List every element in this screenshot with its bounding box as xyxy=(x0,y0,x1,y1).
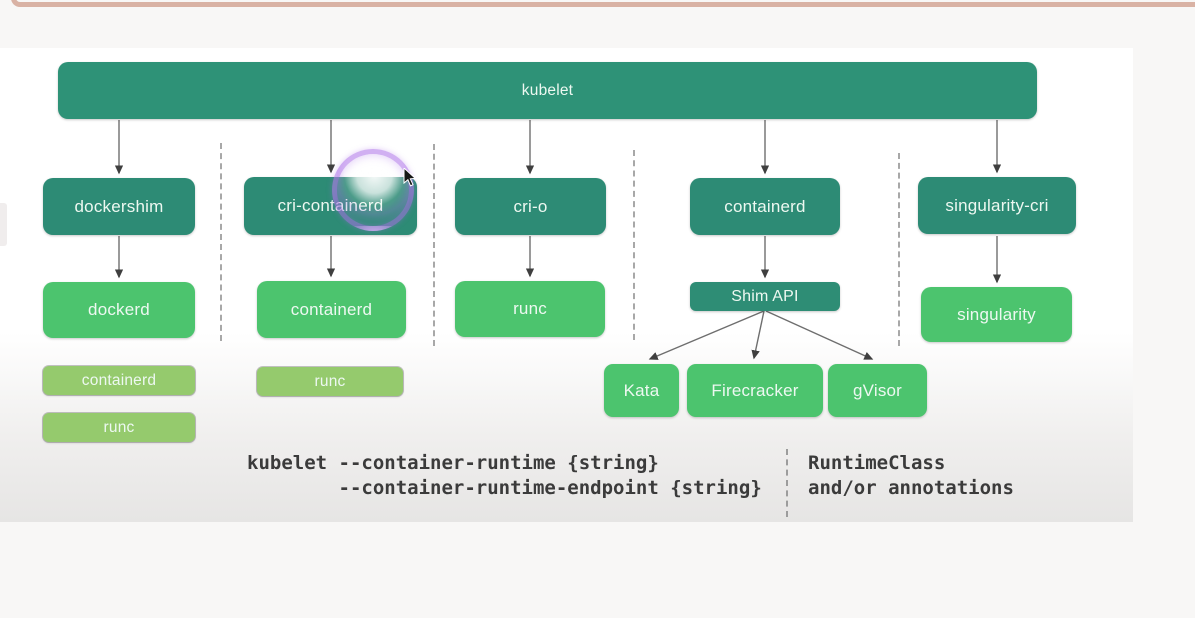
diagram-canvas: kubelet dockershim cri-containerd cri-o … xyxy=(0,48,1133,522)
kubelet-cli-flags-text: kubelet --container-runtime {string} --c… xyxy=(247,452,762,499)
node-singularity-cri: singularity-cri xyxy=(918,177,1076,234)
node-gvisor: gVisor xyxy=(828,364,927,417)
runtime-class-text: RuntimeClass and/or annotations xyxy=(808,452,1014,499)
column-separator-4 xyxy=(898,153,900,346)
node-containerd-under-cri-containerd: containerd xyxy=(257,281,406,338)
left-edge-tab xyxy=(0,203,7,246)
column-separator-3 xyxy=(633,150,635,340)
node-firecracker: Firecracker xyxy=(687,364,823,417)
node-kata: Kata xyxy=(604,364,679,417)
click-highlight-ring xyxy=(332,149,414,231)
node-dockerd: dockerd xyxy=(43,282,195,338)
column-separator-1 xyxy=(220,143,222,341)
column-separator-2 xyxy=(433,144,435,346)
node-kubelet: kubelet xyxy=(58,62,1037,119)
mouse-cursor-icon xyxy=(403,168,417,187)
node-dockershim: dockershim xyxy=(43,178,195,235)
node-shim-api: Shim API xyxy=(690,282,840,311)
slide-frame-border xyxy=(11,0,1195,7)
node-runc-under-cri-containerd: runc xyxy=(257,367,403,396)
node-cri-o: cri-o xyxy=(455,178,606,235)
node-runc-under-dockershim: runc xyxy=(43,413,195,442)
node-containerd: containerd xyxy=(690,178,840,235)
footer-separator xyxy=(786,449,788,517)
node-containerd-under-dockerd: containerd xyxy=(43,366,195,395)
node-singularity: singularity xyxy=(921,287,1072,342)
node-runc-under-cri-o: runc xyxy=(455,281,605,337)
